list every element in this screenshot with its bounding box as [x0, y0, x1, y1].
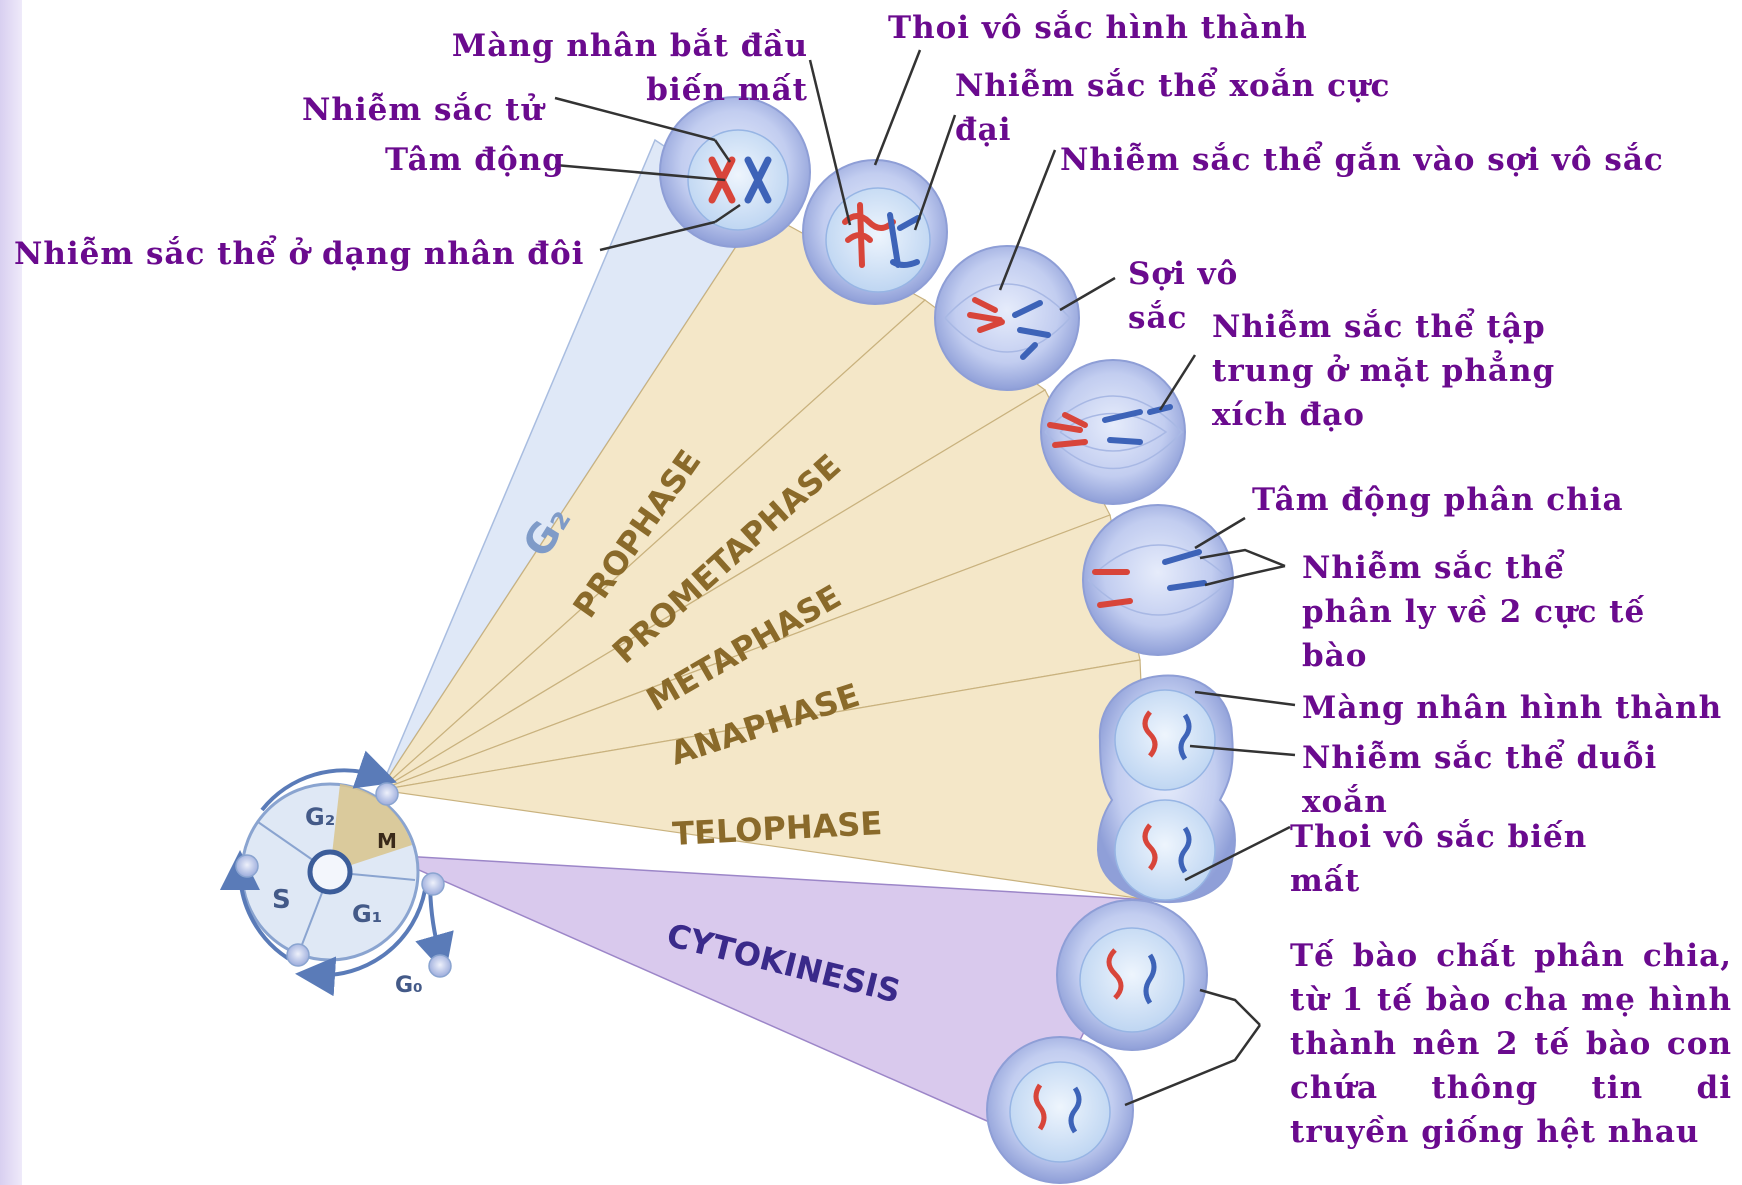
cycle-label-g0: G₀	[395, 973, 423, 998]
cell-cytokinesis-upper	[1057, 900, 1207, 1050]
cell-telophase	[1098, 675, 1235, 902]
label-spindle-forms: Thoi vô sắc hình thành	[888, 6, 1308, 50]
cell-prometaphase	[935, 246, 1079, 390]
cell-prophase	[803, 160, 947, 304]
label-duplicated-chromosome: Nhiễm sắc thể ở dạng nhân đôi	[14, 232, 584, 276]
cell-g2	[660, 97, 810, 247]
label-spindle-disappears: Thoi vô sắc biến mất	[1290, 815, 1630, 903]
cycle-label-m: M	[377, 829, 397, 853]
cell-anaphase	[1083, 505, 1233, 655]
label-chromosomes-at-equator: Nhiễm sắc thể tập trung ở mặt phẳng xích…	[1212, 305, 1622, 437]
cycle-label-g2: G₂	[305, 803, 335, 831]
label-centromere-divides: Tâm động phân chia	[1252, 478, 1624, 522]
cycle-label-g1: G₁	[352, 900, 382, 928]
label-chromosomes-decondense: Nhiễm sắc thể duỗi xoắn	[1302, 736, 1682, 824]
cell-cytokinesis-lower	[987, 1037, 1133, 1183]
label-chromosomes-separate: Nhiễm sắc thể phân ly về 2 cực tế bào	[1302, 546, 1662, 678]
cell-metaphase	[1041, 360, 1185, 504]
label-centromere: Tâm động	[385, 138, 565, 182]
cycle-label-s: S	[272, 885, 291, 915]
label-cytoplasm-divides: Tế bào chất phân chia, từ 1 tế bào cha m…	[1290, 934, 1732, 1154]
label-chromatid: Nhiễm sắc tử	[302, 88, 544, 132]
label-membrane-forms: Màng nhân hình thành	[1302, 686, 1722, 730]
label-chromosome-attaches-spindle: Nhiễm sắc thể gắn vào sợi vô sắc	[1060, 138, 1680, 182]
